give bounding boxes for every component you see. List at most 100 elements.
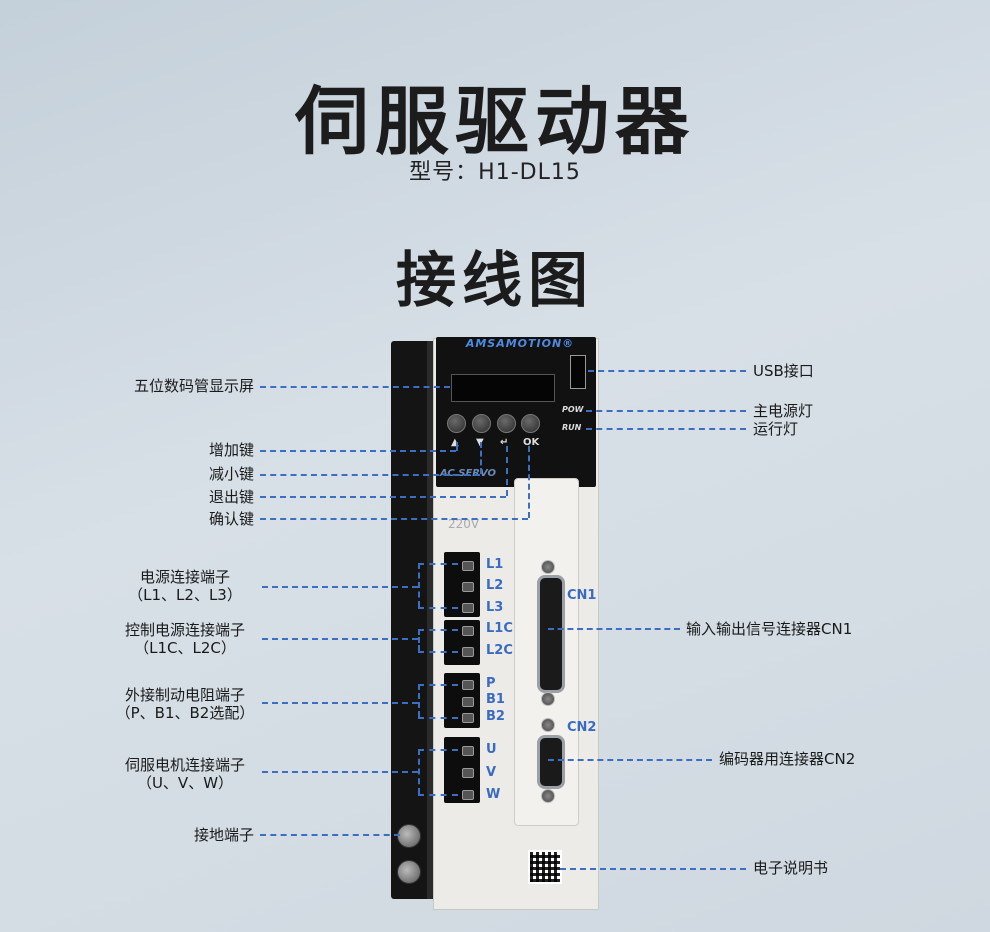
leader-display <box>260 386 450 388</box>
ground-screw <box>397 824 421 848</box>
cn2-connector[interactable] <box>537 735 565 789</box>
leader-power-terminal <box>262 586 418 588</box>
leader-cn1 <box>548 628 680 630</box>
label-run-led: 运行灯 <box>753 420 799 438</box>
leader-w <box>418 794 458 796</box>
down-button[interactable] <box>472 414 491 433</box>
label-power-terminal: 电源连接端子 <box>139 568 230 586</box>
leader-l1c <box>418 629 458 631</box>
leader-ctrl-bracket <box>418 629 420 651</box>
model-number: 型号：H1-DL15 <box>409 160 581 185</box>
label-up-key: 增加键 <box>208 441 254 459</box>
pin-l1 <box>462 561 474 571</box>
label-cn1: 输入输出信号连接器CN1 <box>686 620 853 638</box>
pin-p <box>462 680 474 690</box>
enter-icon: ↵ <box>500 437 509 448</box>
terminal-label: B2 <box>486 709 505 724</box>
label-ctrl-terminal-sub: （L1C、L2C） <box>134 639 236 657</box>
brand-logo: AMSAMOTION® <box>465 337 575 350</box>
pin-l2 <box>462 582 474 592</box>
label-ctrl-terminal: 控制电源连接端子 <box>124 621 245 639</box>
terminal-label: W <box>486 787 501 802</box>
cn1-screw-top <box>541 560 555 574</box>
label-ground: 接地端子 <box>193 826 254 844</box>
terminal-label: V <box>486 765 497 780</box>
pin-b2 <box>462 713 474 723</box>
leader-down-key <box>260 474 480 476</box>
cn1-screw-bottom <box>541 692 555 706</box>
label-confirm-key: 确认键 <box>208 510 254 528</box>
leader-up-key <box>260 450 456 452</box>
pin-u <box>462 746 474 756</box>
confirm-button[interactable] <box>521 414 540 433</box>
leader-exit-key-v <box>506 446 508 496</box>
cn2-screw-bottom <box>541 789 555 803</box>
label-motor-terminal: 伺服电机连接端子 <box>124 756 245 774</box>
page-title: 伺服驱动器 <box>295 79 695 165</box>
qr-code-icon[interactable] <box>528 850 562 884</box>
leader-up-key-v <box>456 442 458 451</box>
label-manual: 电子说明书 <box>753 859 829 877</box>
leader-motor-terminal <box>262 771 418 773</box>
up-button[interactable] <box>447 414 466 433</box>
seven-segment-display <box>451 374 555 402</box>
label-exit-key: 退出键 <box>208 488 254 506</box>
leader-p <box>418 684 458 686</box>
label-usb: USB接口 <box>753 362 814 380</box>
label-down-key: 减小键 <box>208 465 254 483</box>
drive-control-panel <box>436 337 596 487</box>
up-arrow-icon: ▲ <box>451 437 459 448</box>
leader-b2 <box>418 717 458 719</box>
leader-brake-bracket <box>418 684 420 717</box>
terminal-label: P <box>486 676 496 691</box>
label-power-terminal-sub: （L1、L2、L3） <box>128 586 242 604</box>
terminal-label: L1 <box>486 557 504 572</box>
label-pow-led: 主电源灯 <box>753 402 814 420</box>
leader-confirm-key <box>260 518 528 520</box>
leader-ground <box>260 834 400 836</box>
series-label: AC SERVO <box>440 468 497 479</box>
leader-cn2 <box>548 759 712 761</box>
terminal-label: L1C <box>486 621 513 636</box>
voltage-label: 220V <box>448 517 480 531</box>
down-arrow-icon: ▼ <box>476 437 484 448</box>
cn2-label: CN2 <box>567 720 597 735</box>
drive-heatsink-edge <box>427 341 435 899</box>
label-motor-terminal-sub: （U、V、W） <box>136 774 234 792</box>
pin-l1c <box>462 626 474 636</box>
cn1-label: CN1 <box>567 588 597 603</box>
terminal-label: L3 <box>486 600 504 615</box>
usb-port[interactable] <box>570 355 586 389</box>
leader-motor-bracket <box>418 749 420 794</box>
leader-l2c <box>418 651 458 653</box>
label-cn2: 编码器用连接器CN2 <box>719 750 856 768</box>
leader-l1 <box>418 563 458 565</box>
ground-screw-2 <box>397 860 421 884</box>
leader-u <box>418 749 458 751</box>
pin-v <box>462 768 474 778</box>
pow-led-label: POW <box>562 405 584 414</box>
terminal-label: L2 <box>486 578 504 593</box>
leader-power-bracket <box>418 563 420 607</box>
leader-down-key-v <box>480 442 482 474</box>
leader-run <box>586 428 746 430</box>
pin-w <box>462 790 474 800</box>
ok-label: OK <box>523 437 540 448</box>
label-display: 五位数码管显示屏 <box>133 377 254 395</box>
leader-confirm-key-v <box>528 446 530 518</box>
leader-ctrl-terminal <box>262 638 418 640</box>
leader-usb <box>588 370 746 372</box>
cn2-screw-top <box>541 718 555 732</box>
leader-pow <box>586 410 746 412</box>
leader-brake-terminal <box>262 702 418 704</box>
label-brake-terminal-sub: （P、B1、B2选配） <box>115 704 255 722</box>
leader-manual <box>560 868 746 870</box>
exit-button[interactable] <box>497 414 516 433</box>
label-brake-terminal: 外接制动电阻端子 <box>124 686 245 704</box>
pin-l3 <box>462 603 474 613</box>
pin-l2c <box>462 647 474 657</box>
leader-exit-key <box>260 496 506 498</box>
leader-l3 <box>418 607 458 609</box>
cn1-connector[interactable] <box>537 575 565 693</box>
pin-b1 <box>462 697 474 707</box>
